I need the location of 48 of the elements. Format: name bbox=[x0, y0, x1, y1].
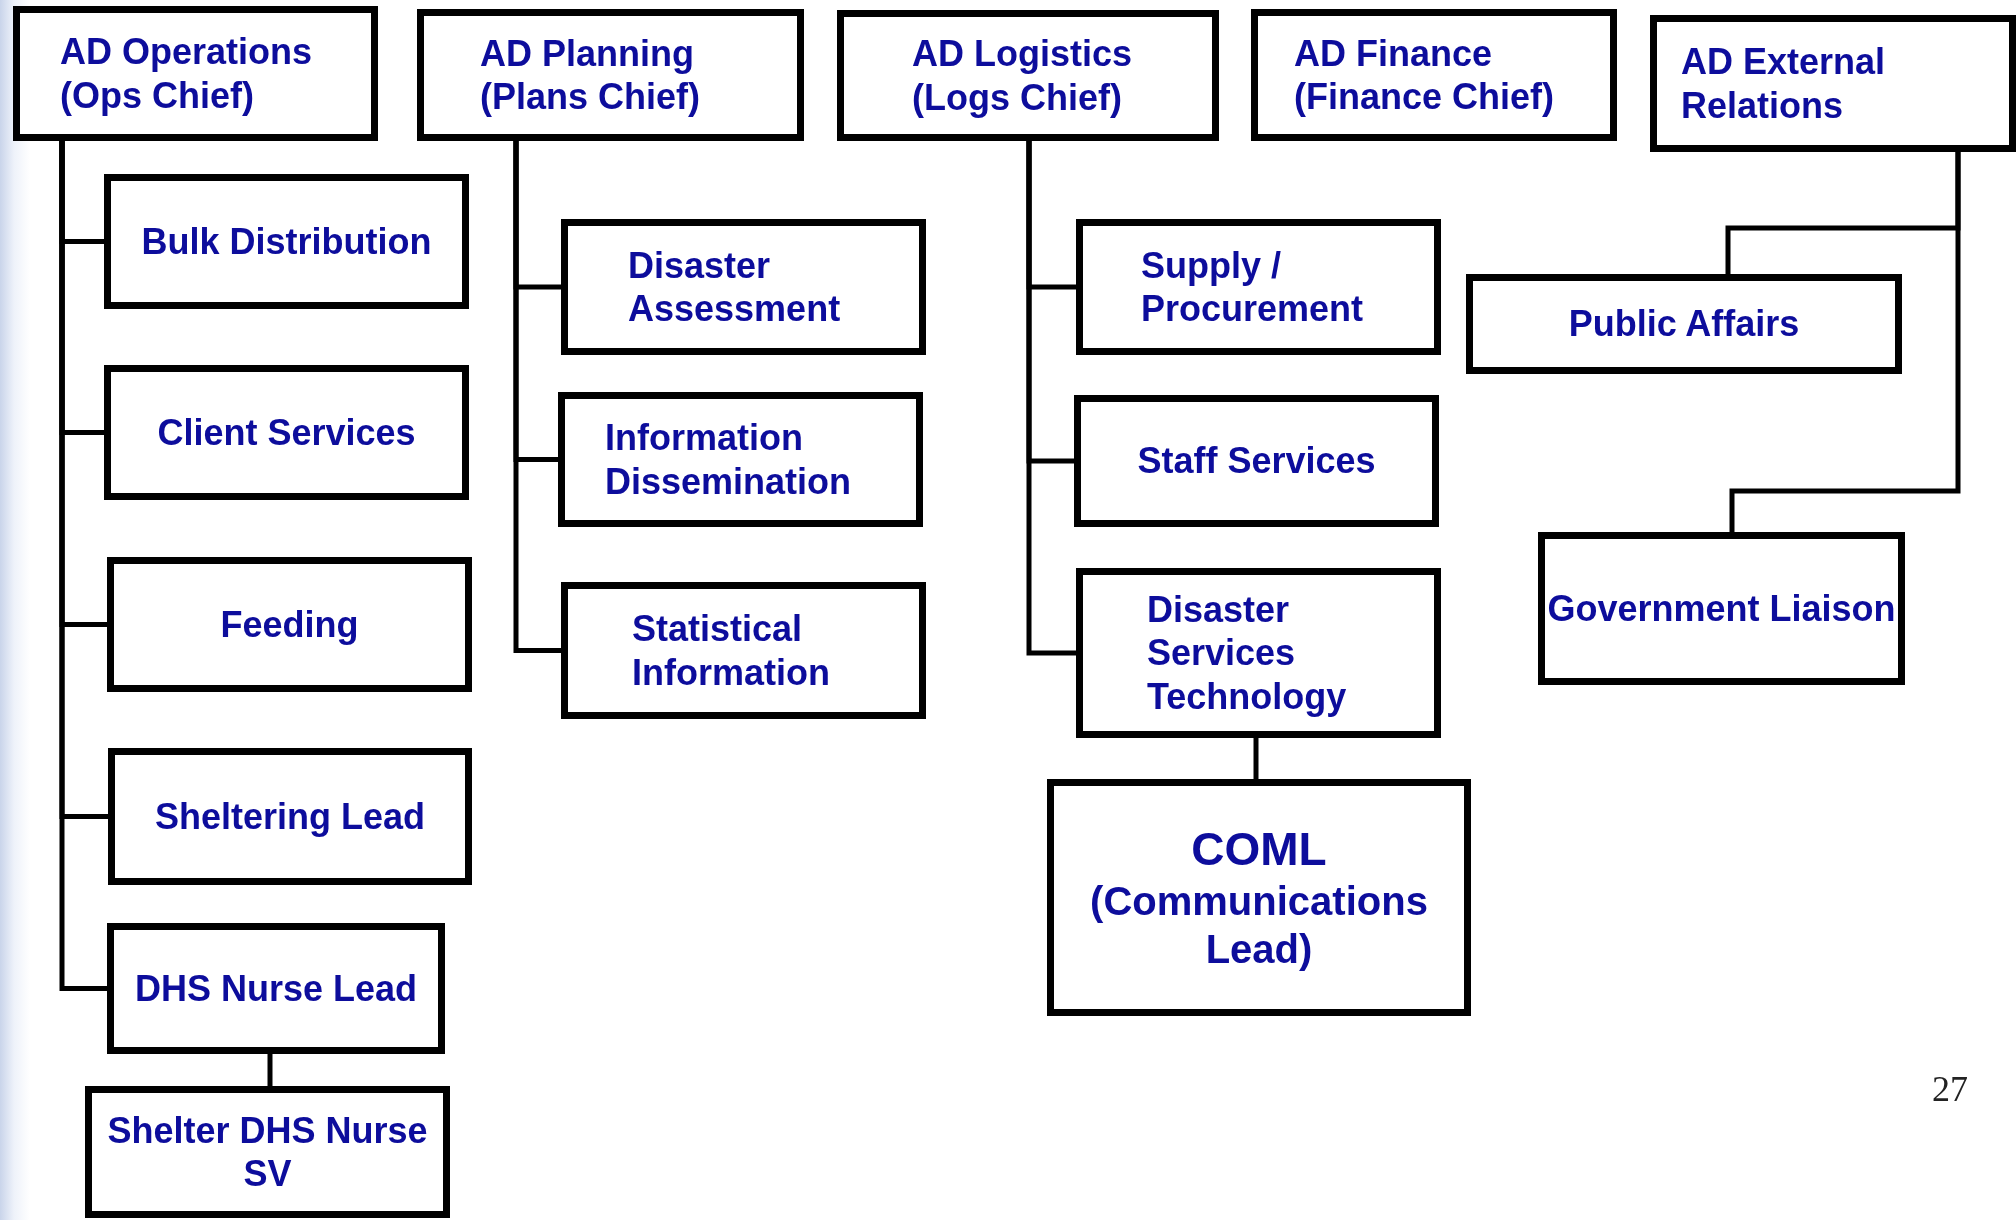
role-title: AD External Relations bbox=[1681, 40, 1887, 127]
role-title: Statistical Information bbox=[632, 607, 831, 694]
org-box bbox=[837, 10, 1219, 141]
org-box bbox=[1538, 532, 1905, 685]
org-box bbox=[1047, 779, 1471, 1016]
role-title: Shelter DHS Nurse SV bbox=[106, 1108, 429, 1196]
role-title: Sheltering Lead bbox=[153, 794, 427, 839]
org-box bbox=[108, 748, 472, 885]
role-title: AD Finance (Finance Chief) bbox=[1294, 31, 1555, 119]
role-title: AD Logistics (Logs Chief) bbox=[912, 32, 1134, 119]
org-box bbox=[104, 365, 469, 500]
org-box bbox=[107, 923, 445, 1054]
org-box bbox=[1251, 9, 1617, 141]
org-box bbox=[558, 392, 923, 527]
role-title: COML bbox=[1190, 821, 1328, 877]
role-title: Government Liaison bbox=[1546, 586, 1897, 631]
connector-line bbox=[1253, 738, 1259, 779]
org-box bbox=[561, 582, 926, 719]
role-title: Bulk Distribution bbox=[140, 219, 433, 264]
org-box bbox=[1466, 274, 1902, 374]
org-box bbox=[104, 174, 469, 309]
role-title: Information Dissemination bbox=[605, 416, 853, 503]
role-subtitle: (Communications Lead) bbox=[1089, 878, 1429, 974]
role-title: Supply / Procurement bbox=[1141, 243, 1365, 331]
role-title: Client Services bbox=[156, 410, 417, 455]
role-title: AD Planning (Plans Chief) bbox=[480, 31, 702, 119]
org-box bbox=[85, 1086, 450, 1218]
org-box bbox=[1076, 568, 1441, 738]
org-box bbox=[13, 6, 378, 141]
role-title: Feeding bbox=[219, 602, 360, 647]
org-box bbox=[1650, 15, 2016, 152]
role-title: Disaster Assessment bbox=[628, 243, 842, 331]
org-box bbox=[1076, 219, 1441, 355]
connector-line bbox=[513, 141, 561, 653]
page-number: 27 bbox=[1932, 1068, 1968, 1110]
org-box bbox=[561, 219, 926, 355]
connector-line bbox=[1026, 141, 1076, 656]
org-box bbox=[1074, 395, 1439, 527]
org-box bbox=[107, 557, 472, 692]
role-title: Public Affairs bbox=[1567, 302, 1801, 346]
role-title: Disaster Services Technology bbox=[1147, 588, 1348, 718]
org-box bbox=[417, 9, 804, 141]
connector-line bbox=[267, 1054, 273, 1086]
connector-line bbox=[59, 141, 107, 991]
connector-line bbox=[1729, 152, 1961, 532]
role-title: AD Operations (Ops Chief) bbox=[60, 30, 314, 117]
role-title: Staff Services bbox=[1136, 439, 1377, 483]
role-title: DHS Nurse Lead bbox=[133, 966, 419, 1011]
